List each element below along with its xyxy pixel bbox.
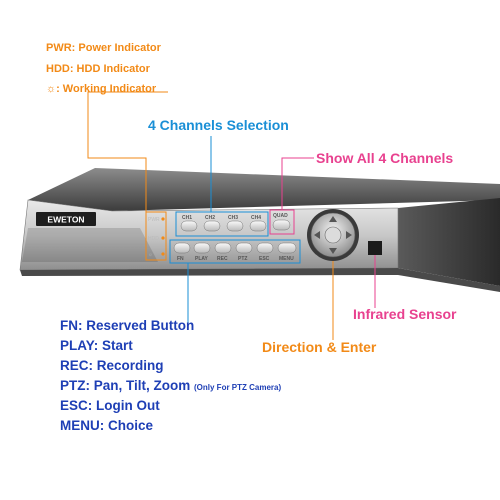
- infrared-sensor-window: [368, 241, 382, 255]
- hdd-led-icon: [161, 236, 165, 240]
- legend-play: PLAY: Start: [60, 338, 133, 353]
- hdd-indicator-label: HDD: HDD Indicator: [46, 63, 150, 75]
- legend-fn: FN: Reserved Button: [60, 318, 195, 333]
- channel-buttons: CH1 CH2 CH3 CH4: [180, 215, 267, 232]
- brand-plate: [36, 212, 96, 226]
- arrow-down-icon: [329, 248, 337, 254]
- arrow-right-icon: [346, 231, 352, 239]
- show-all-channels-label: Show All 4 Channels: [316, 150, 454, 166]
- ch1-label: CH1: [182, 215, 192, 221]
- rec-label: REC: [217, 256, 228, 262]
- fn-button[interactable]: [173, 242, 191, 254]
- function-buttons-highlight: [169, 239, 301, 264]
- esc-button[interactable]: [256, 242, 274, 254]
- legend-ptz: PTZ: Pan, Tilt, Zoom: [60, 378, 191, 393]
- front-shade: [22, 228, 158, 262]
- device-front-panel: [19, 199, 399, 271]
- device-bottom-edge: [20, 268, 500, 292]
- legend-rec: REC: Recording: [60, 358, 164, 373]
- indicator-leader-line: [87, 91, 168, 212]
- working-led-icon: [161, 252, 165, 256]
- device-side-panel: [398, 198, 500, 286]
- menu-button[interactable]: [277, 242, 297, 254]
- function-buttons: FN PLAY REC PTZ ESC MENU: [173, 242, 297, 262]
- infrared-sensor-label: Infrared Sensor: [353, 306, 457, 322]
- led-label-pwr: PWR: [148, 217, 160, 223]
- led-label-hdd: HDD: [148, 236, 159, 242]
- esc-label: ESC: [259, 256, 270, 262]
- arrow-left-icon: [314, 231, 320, 239]
- ch3-button[interactable]: [226, 220, 244, 232]
- led-label-working: ☼: [148, 252, 153, 258]
- channels-selection-label: 4 Channels Selection: [148, 117, 289, 133]
- brand-logo: EWETON: [47, 215, 84, 225]
- fn-label: FN: [177, 256, 184, 262]
- quad-button[interactable]: [272, 219, 291, 231]
- ch4-button[interactable]: [249, 220, 267, 232]
- ch3-label: CH3: [228, 215, 238, 221]
- pwr-indicator-label: PWR: Power Indicator: [46, 42, 161, 54]
- ch1-button[interactable]: [180, 220, 198, 232]
- led-indicators: PWR HDD ☼: [148, 217, 165, 258]
- device-top-cover: [28, 168, 500, 211]
- ch2-label: CH2: [205, 215, 215, 221]
- legend-ptz-row: PTZ: Pan, Tilt, Zoom (Only For PTZ Camer…: [60, 379, 281, 393]
- play-label: PLAY: [195, 256, 209, 262]
- arrow-up-icon: [329, 216, 337, 222]
- legend-ptz-note: (Only For PTZ Camera): [194, 383, 282, 392]
- rec-button[interactable]: [214, 242, 232, 254]
- ptz-button[interactable]: [235, 242, 253, 254]
- menu-label: MENU: [279, 256, 294, 262]
- pwr-led-icon: [161, 217, 165, 221]
- ptz-label: PTZ: [238, 256, 247, 262]
- direction-enter-label: Direction & Enter: [262, 339, 377, 355]
- legend-menu: MENU: Choice: [60, 418, 154, 433]
- channel-buttons-highlight: [175, 211, 269, 237]
- enter-button[interactable]: [324, 226, 342, 244]
- quad-leader-line: [281, 157, 314, 210]
- ch4-label: CH4: [251, 215, 261, 221]
- led-highlight-box: [145, 211, 167, 261]
- quad-label: QUAD: [273, 213, 288, 219]
- play-button[interactable]: [193, 242, 211, 254]
- legend-esc: ESC: Login Out: [60, 398, 160, 413]
- ch2-button[interactable]: [203, 220, 221, 232]
- working-indicator-label: ☼: Working Indicator: [46, 83, 157, 95]
